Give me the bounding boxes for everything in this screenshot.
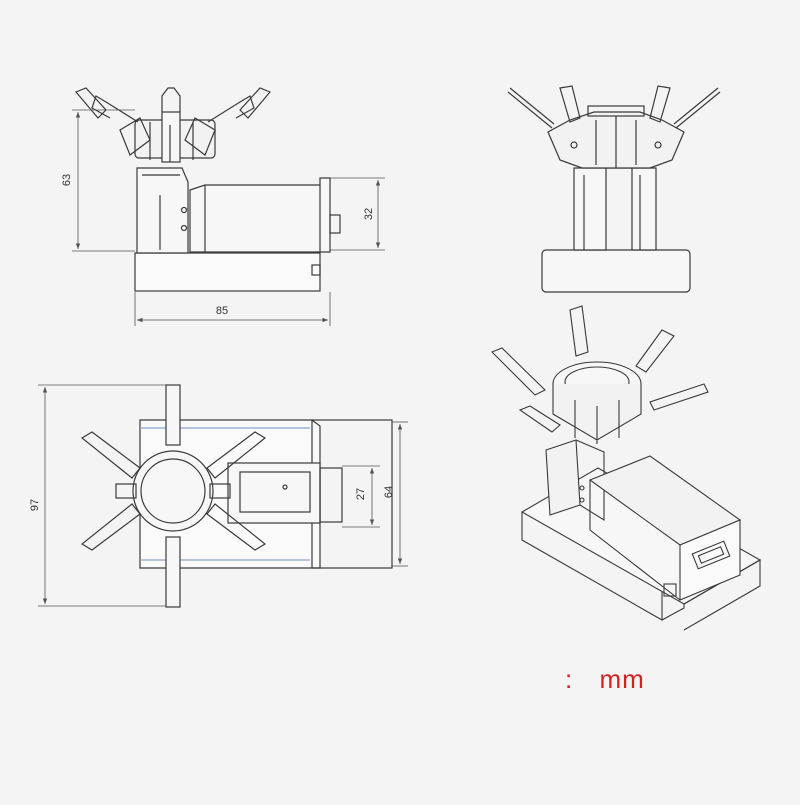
front-view bbox=[75, 87, 341, 292]
isometric-view bbox=[491, 305, 762, 631]
top-view bbox=[80, 384, 393, 608]
front-dim-lines bbox=[72, 109, 385, 326]
top-dim-lines bbox=[38, 384, 408, 607]
top-inner-depth-label: 27 bbox=[355, 488, 367, 500]
top-box-depth-label: 64 bbox=[383, 486, 395, 498]
front-width-label: 85 bbox=[216, 305, 228, 317]
unit-separator: : bbox=[565, 664, 574, 694]
unit-label: mm bbox=[599, 664, 645, 694]
front-box-height-label: 32 bbox=[363, 208, 375, 220]
top-total-depth-label: 97 bbox=[29, 499, 41, 511]
unit-note: : mm bbox=[565, 664, 645, 695]
front-height-label: 63 bbox=[61, 174, 73, 186]
side-view bbox=[507, 85, 721, 293]
